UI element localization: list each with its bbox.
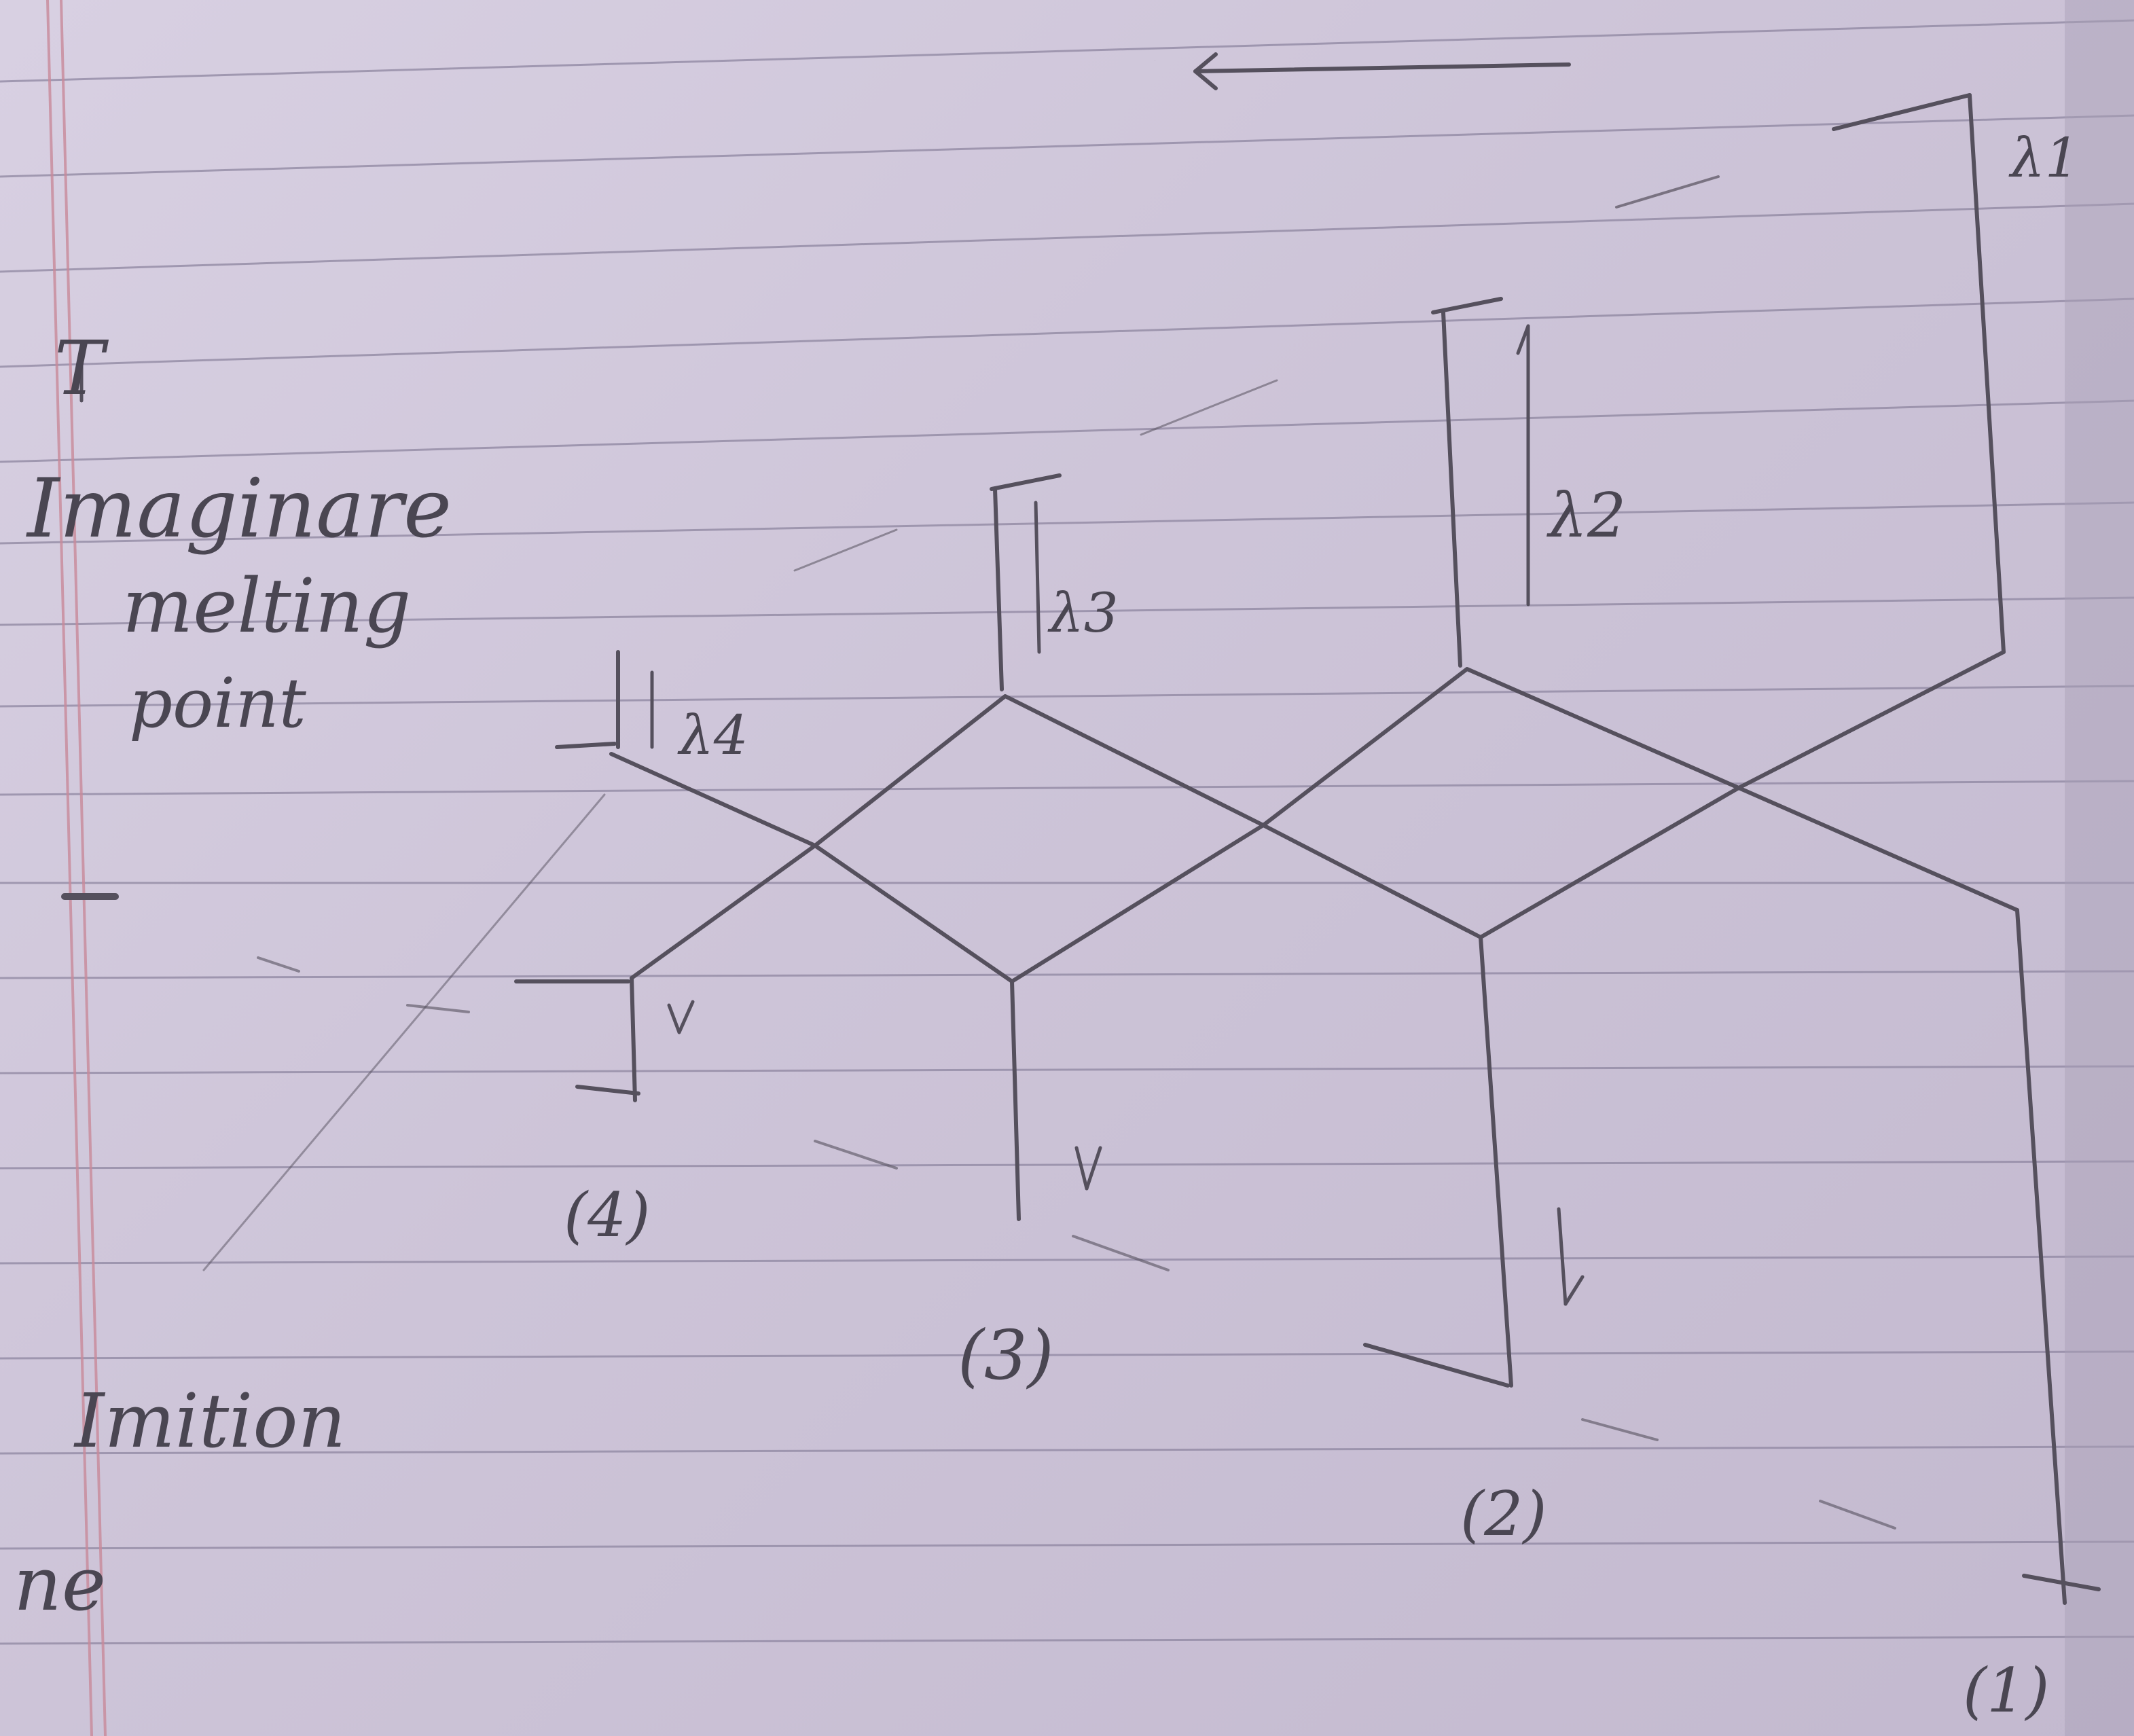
label-down-1: (1) (1963, 1655, 2050, 1726)
down-line-4 (630, 976, 637, 1102)
down-line-1 (2015, 908, 2067, 1605)
label-up-4: λ4 (677, 704, 748, 767)
upper-zigzag (609, 650, 2006, 848)
label-up-2: λ2 (1547, 480, 1626, 551)
up-line-2 (1441, 310, 1462, 668)
down-line-2 (1479, 935, 1513, 1388)
note-line3: point (129, 664, 307, 743)
label-down-3: (3) (958, 1316, 1054, 1395)
note-line2: melting (122, 562, 411, 649)
arrow-marks (650, 324, 1585, 1306)
note-bottom1: Imition (73, 1377, 346, 1464)
lower-zigzag (630, 786, 2019, 983)
page-edge-shadow (2065, 0, 2134, 1736)
label-up-1: λ1 (2008, 126, 2080, 189)
handwritten-notes: T Imaginare melting point Imition ne (14, 325, 452, 1627)
label-down-4: (4) (564, 1180, 651, 1251)
margin-line (46, 0, 107, 1736)
diagram-labels: λ4 λ3 λ2 λ1 (4) (3) (2) (1) ← (564, 60, 2080, 1726)
note-bottom2: ne (14, 1540, 106, 1627)
label-up-3: λ3 (1047, 581, 1119, 645)
note-line1: Imaginare (26, 462, 452, 556)
up-line-3 (993, 487, 1004, 691)
note-t: T (54, 325, 109, 412)
diagram-lines (61, 52, 2101, 1605)
label-down-2: (2) (1460, 1479, 1547, 1550)
up-line-1 (1968, 93, 2006, 654)
ruled-lines (0, 19, 2134, 1645)
down-line-3 (1010, 979, 1021, 1221)
